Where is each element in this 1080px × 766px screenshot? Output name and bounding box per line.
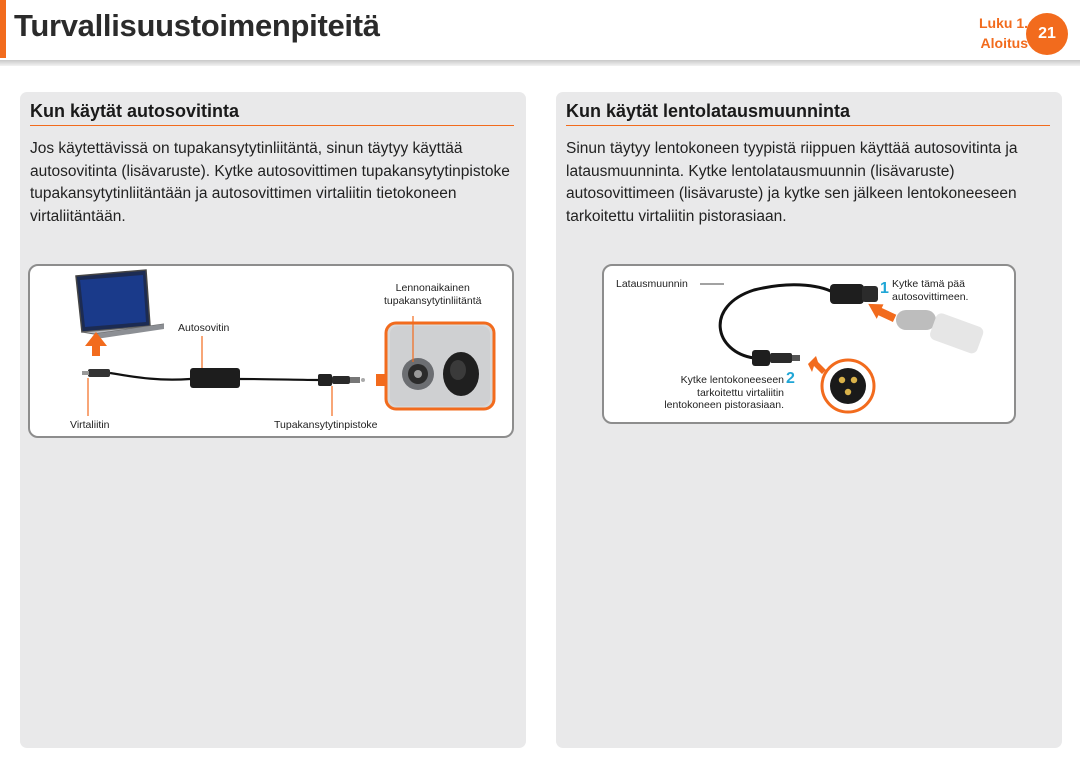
step-2-label: Kytke lentokoneeseen tarkoitettu virtali…: [664, 374, 784, 411]
flight-converter-illustration: Latausmuunnin 1 Kytke tämä pää autosovit…: [602, 264, 1016, 424]
car-adapter-section: Kun käytät autosovitinta Jos käytettävis…: [20, 92, 526, 748]
page-number-badge: 21: [1026, 13, 1068, 55]
header-accent-bar: [0, 0, 6, 58]
step-1-label: Kytke tämä pää autosovittimeen.: [892, 278, 969, 303]
arrow-up-icon: [85, 332, 107, 356]
arrow-left-icon: [868, 303, 897, 322]
power-plug-icon: [82, 369, 110, 377]
power-plug-label: Virtaliitin: [70, 419, 110, 431]
laptop-icon: [75, 269, 165, 339]
adapter-socket-icon: [830, 284, 878, 304]
car-adapter-heading: Kun käytät autosovitinta: [30, 101, 514, 126]
step-1-number: 1: [880, 280, 889, 297]
flight-converter-text: Sinun täytyy lentokoneen tyypistä riippu…: [566, 140, 1018, 225]
page-title: Turvallisuustoimenpiteitä: [14, 8, 380, 43]
car-adapter-drawing: [75, 269, 496, 416]
airplane-plug-icon: [820, 358, 876, 414]
flight-converter-drawing: [700, 283, 984, 414]
converter-plug-icon: [752, 350, 800, 366]
step-2-number: 2: [786, 370, 795, 387]
flight-converter-heading: Kun käytät lentolatausmuunninta: [566, 101, 1050, 126]
adapter-label: Autosovitin: [178, 322, 230, 334]
arrow-down-right-icon: [808, 356, 826, 374]
flight-converter-section: Kun käytät lentolatausmuunninta Sinun tä…: [556, 92, 1062, 748]
adapter-brick-icon: [190, 368, 240, 388]
car-adapter-text: Jos käytettävissä on tupakansytytinliitä…: [30, 140, 510, 225]
cigarette-plug-label: Tupakansytytinpistoke: [274, 419, 378, 431]
chapter-number: Luku 1.: [978, 15, 1028, 31]
car-adapter-illustration: Lennonaikainen tupakansytytinliitäntä Au…: [28, 264, 514, 438]
car-adapter-plug-icon: [896, 310, 984, 354]
chapter-section: Aloitus: [980, 35, 1028, 51]
header-divider: [0, 60, 1080, 66]
chapter-label[interactable]: Luku 1. Aloitus: [979, 13, 1028, 53]
socket-label: Lennonaikainen tupakansytytinliitäntä: [384, 282, 482, 307]
converter-label: Latausmuunnin: [616, 278, 688, 290]
cigarette-plug-icon: [318, 374, 365, 386]
socket-photo-icon: [384, 321, 496, 411]
